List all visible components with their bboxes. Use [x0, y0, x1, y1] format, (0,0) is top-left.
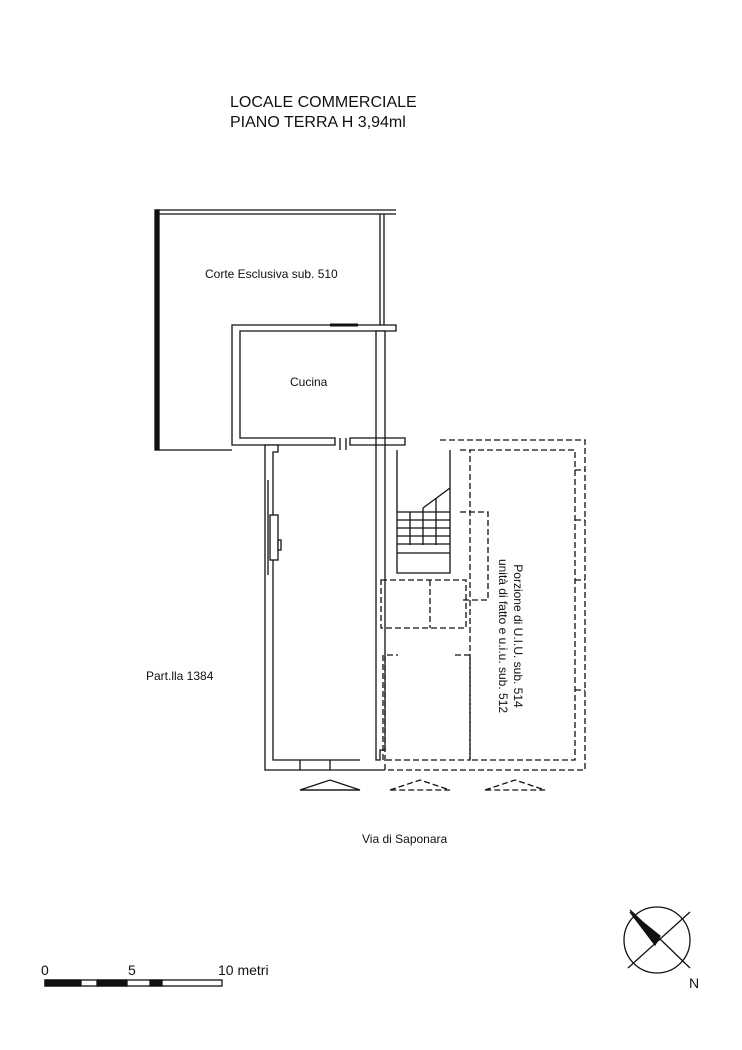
porzione-line2: unità di fatto e u.i.u. sub. 512 [496, 558, 510, 714]
scale-tick-0: 0 [41, 962, 49, 978]
dashed-adjacent-units [380, 439, 586, 791]
scale-bar [44, 979, 223, 987]
room-label-corte: Corte Esclusiva sub. 510 [205, 267, 338, 281]
main-room-walls [264, 437, 406, 791]
room-label-cucina: Cucina [290, 375, 328, 389]
plan-title-line1: LOCALE COMMERCIALE [230, 94, 417, 111]
street-label: Via di Saponara [362, 832, 448, 846]
courtyard-walls [154, 209, 396, 451]
staircase [396, 450, 451, 574]
room-label-porzione: Porzione di U.I.U. sub. 514 unità di fat… [495, 551, 525, 721]
scale-tick-5: 5 [128, 962, 136, 978]
scale-tick-10: 10 metri [218, 962, 269, 978]
north-label: N [689, 975, 700, 991]
plan-title-line2: PIANO TERRA H 3,94ml [230, 114, 406, 131]
porzione-line1: Porzione di U.I.U. sub. 514 [511, 564, 525, 708]
parcel-label: Part.lla 1384 [146, 669, 214, 683]
north-compass-icon [623, 906, 691, 974]
